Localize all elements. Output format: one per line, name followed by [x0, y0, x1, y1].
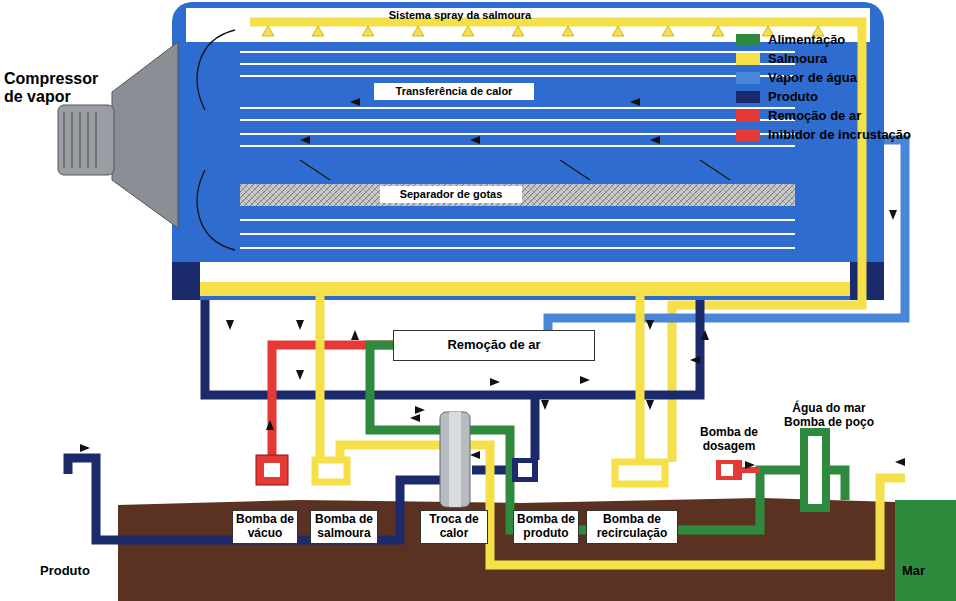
part-label: Água do mar Bomba de poço: [780, 402, 878, 430]
label-box: Bomba de produto: [513, 510, 579, 544]
part-label: Produto: [40, 564, 114, 579]
box-text: Separador de gotas: [383, 188, 519, 201]
part-label: Mar: [902, 564, 952, 579]
legend-row: Salmoura: [736, 49, 827, 68]
label-box: Separador de gotas: [380, 186, 522, 203]
box-text: Bomba de produto: [517, 513, 575, 541]
legend-text: Vapor de água: [768, 70, 857, 85]
legend-swatch: [736, 110, 760, 122]
label-box: Bomba de vácuo: [232, 510, 298, 544]
legend-swatch: [736, 53, 760, 65]
legend-text: Produto: [768, 89, 818, 104]
box-text: Troca de calor: [424, 513, 484, 541]
label-box: Troca de calor: [420, 510, 488, 544]
label-box: Transferência de calor: [374, 83, 534, 100]
part-label: Bomba de dosagem: [694, 426, 764, 454]
legend-text: Salmoura: [768, 51, 827, 66]
box-text: Bomba de recirculação: [590, 513, 674, 541]
legend-row: Alimentação: [736, 30, 845, 49]
box-text: Transferência de calor: [377, 85, 531, 98]
label-box: Remoção de ar: [393, 330, 595, 361]
legend-swatch: [736, 129, 760, 141]
legend-row: Inibidor de incrustação: [736, 125, 911, 144]
label-box: Bomba de salmoura: [310, 510, 378, 544]
legend-swatch: [736, 34, 760, 46]
legend-row: Produto: [736, 87, 818, 106]
legend-row: Vapor de água: [736, 68, 857, 87]
box-text: Remoção de ar: [397, 338, 591, 353]
legend-text: Inibidor de incrustação: [768, 127, 911, 142]
legend-swatch: [736, 91, 760, 103]
legend-swatch: [736, 72, 760, 84]
part-label: Compressor de vapor: [4, 70, 114, 107]
box-text: Bomba de vácuo: [236, 513, 294, 541]
legend-row: Remoção de ar: [736, 106, 861, 125]
legend-text: Remoção de ar: [768, 108, 861, 123]
box-text: Bomba de salmoura: [314, 513, 374, 541]
legend-text: Alimentação: [768, 32, 845, 47]
label-box: Bomba de recirculação: [586, 510, 678, 544]
part-label: Sistema spray da salmoura: [360, 9, 560, 22]
